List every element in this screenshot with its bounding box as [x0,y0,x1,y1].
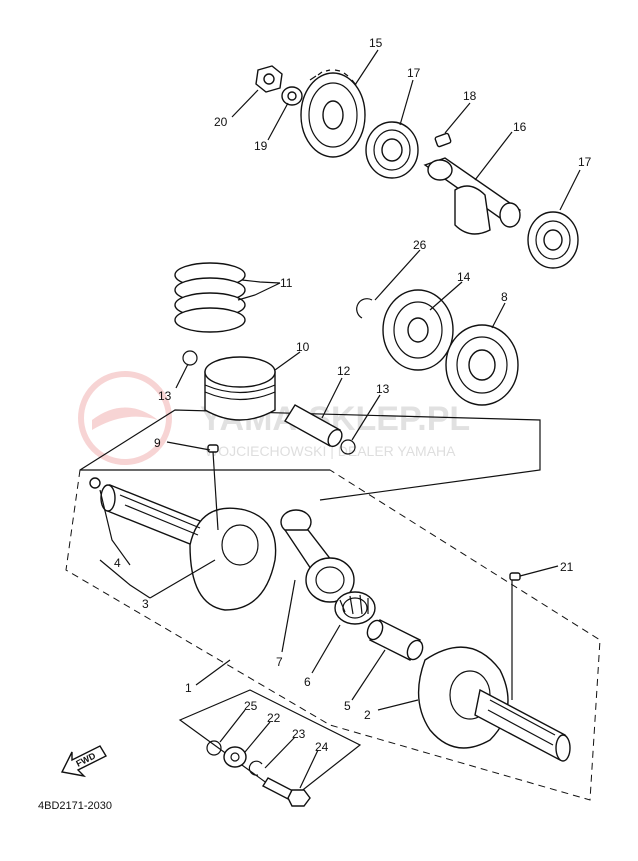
bolt-part [262,777,311,807]
part-number-label: 1 [185,681,192,695]
lock-washer-part [281,86,303,106]
bolt-group-outline [178,689,362,801]
piston-group-outline [79,409,541,501]
part-number-label: 13 [158,389,172,403]
watermark-subtitle: WOJCIECHOWSKI | DEALER YAMAHA [205,443,456,459]
circlip-part [356,298,373,319]
needle-bearing-part [334,591,376,625]
part-number-label: 6 [304,675,311,689]
part-number-label: 16 [513,120,527,134]
part-number-label: 5 [344,699,351,713]
bearing-right-part [527,211,579,269]
crank-pin-part [366,619,424,661]
part-number-label: 3 [142,597,149,611]
drive-gear-part [382,289,454,371]
part-number-label: 18 [463,89,477,103]
crank-right-part [417,646,571,762]
part-number-label: 15 [369,36,383,50]
part-number-label: 17 [578,155,592,169]
key-part [434,132,452,148]
piston-part [204,356,276,421]
woodruff-key-left-part [207,444,219,453]
part-number-label: 8 [501,290,508,304]
fwd-arrow-icon: FWD [60,745,107,778]
part-number-labels: 1 2 3 4 5 6 7 8 9 10 11 12 13 13 14 15 1… [114,36,592,754]
part-number-label: 20 [214,115,228,129]
spring-washer-part [248,760,263,776]
part-number-label: 22 [267,711,281,725]
piston-pin-part [284,404,343,448]
part-number-label: 25 [244,699,258,713]
part-number-label: 24 [315,740,329,754]
piston-rings-part [174,262,246,333]
part-number-label: 23 [292,727,306,741]
figure-code: 4BD2171-2030 [38,800,112,812]
washer-left-part [89,477,101,489]
watermark-logo-wing-icon [92,407,158,430]
part-number-label: 2 [364,708,371,722]
nut-part [255,65,283,93]
part-number-label: 11 [280,276,293,290]
leader-lines [99,49,581,789]
piston-pin-clip-right-part [340,439,356,455]
bearing-top-part [365,121,419,179]
connecting-rod-part [280,509,355,603]
part-number-label: 4 [114,556,121,570]
part-number-label: 7 [276,655,283,669]
part-number-label: 12 [337,364,351,378]
part-number-label: 10 [296,340,310,354]
piston-pin-clip-left-part [182,350,198,366]
watermark-logo-icon [78,371,172,465]
woodruff-key-right-part [509,572,521,581]
part-number-label: 9 [154,436,161,450]
part-number-label: 13 [376,382,390,396]
part-number-label: 14 [457,270,471,284]
o-ring-part [206,740,222,756]
part-number-label: 19 [254,139,268,153]
crank-left-part [100,484,277,611]
plate-washer-part [223,746,247,768]
part-number-label: 26 [413,238,427,252]
part-number-label: 17 [407,66,421,80]
bearing-large-part [445,324,519,406]
part-number-label: 21 [560,560,574,574]
primary-gear-part [300,69,366,158]
balancer-shaft-part [423,157,521,235]
